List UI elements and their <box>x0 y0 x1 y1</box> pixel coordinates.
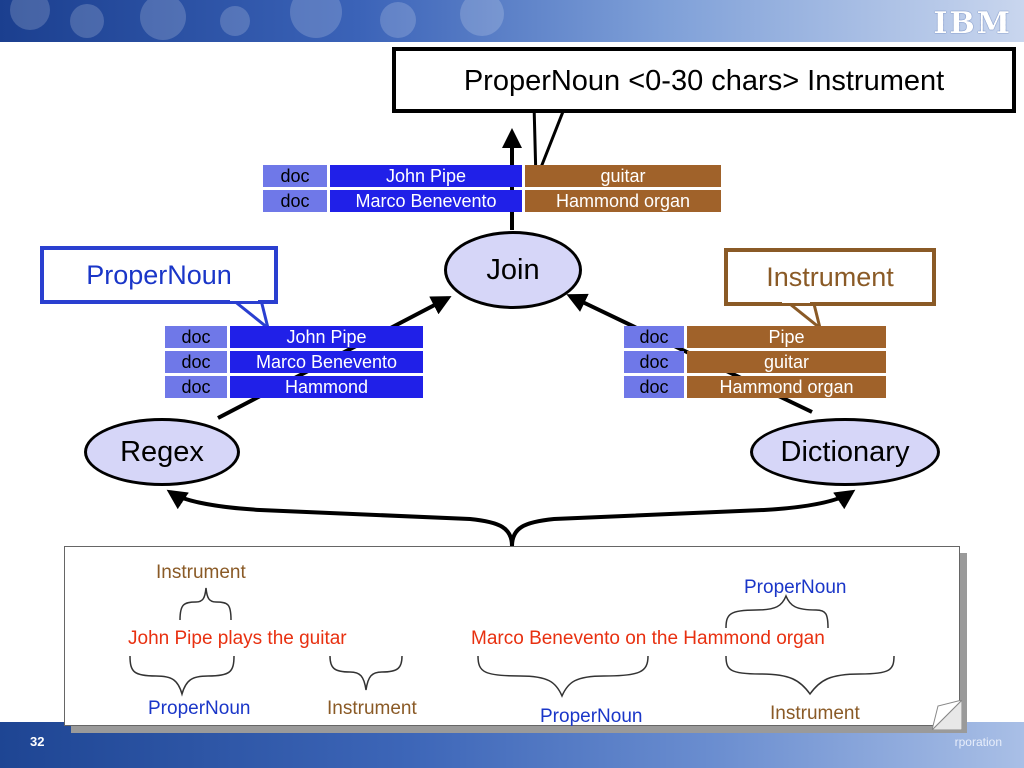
doc-cell: doc <box>624 326 684 348</box>
page-fold-icon <box>932 700 962 730</box>
page-number: 32 <box>30 734 45 749</box>
dictionary-row: doc Hammond organ <box>624 376 886 398</box>
regex-label: Regex <box>120 436 204 468</box>
dictionary-row: doc guitar <box>624 351 886 373</box>
instrument-cell: Pipe <box>687 326 886 348</box>
callout-seam <box>230 293 258 301</box>
doc-cell: doc <box>263 190 327 212</box>
sentence-2: Marco Benevento on the Hammond organ <box>471 628 825 649</box>
regex-row: doc Hammond <box>165 376 423 398</box>
propernoun-label: ProperNoun <box>86 260 232 290</box>
arrow-doc-to-dictionary <box>510 489 856 547</box>
doc-cell: doc <box>165 351 227 373</box>
dictionary-table: doc Pipe doc guitar doc Hammond organ <box>624 326 886 398</box>
proper-noun-cell: Marco Benevento <box>330 190 522 212</box>
query-text: ProperNoun <0-30 chars> Instrument <box>463 65 945 97</box>
instrument-cell: Hammond organ <box>525 190 721 212</box>
footer-bar <box>0 722 1024 768</box>
instrument-label: Instrument <box>766 262 894 292</box>
dictionary-operator: Dictionary <box>750 418 940 486</box>
proper-noun-cell: John Pipe <box>330 165 522 187</box>
callout-seam <box>782 295 810 303</box>
join-operator: Join <box>444 231 582 309</box>
annotation-propernoun: ProperNoun <box>148 698 251 719</box>
sentence-1: John Pipe plays the guitar <box>128 628 347 649</box>
regex-row: doc John Pipe <box>165 326 423 348</box>
doc-cell: doc <box>263 165 327 187</box>
join-row: doc John Pipe guitar <box>263 165 721 187</box>
instrument-cell: guitar <box>525 165 721 187</box>
banner-decoration <box>460 0 504 36</box>
banner-decoration <box>380 2 416 38</box>
proper-noun-cell: John Pipe <box>230 326 423 348</box>
doc-cell: doc <box>165 326 227 348</box>
arrow-doc-to-regex <box>166 489 514 547</box>
callout-seam <box>537 100 563 108</box>
annotation-instrument: Instrument <box>770 703 860 724</box>
regex-table: doc John Pipe doc Marco Benevento doc Ha… <box>165 326 423 398</box>
query-box: ProperNoun <0-30 chars> Instrument <box>392 47 1016 113</box>
join-label: Join <box>486 254 540 286</box>
instrument-label-box: Instrument <box>724 248 936 306</box>
join-row: doc Marco Benevento Hammond organ <box>263 190 721 212</box>
annotation-propernoun: ProperNoun <box>540 706 643 727</box>
header-banner <box>0 0 1024 42</box>
proper-noun-cell: Hammond <box>230 376 423 398</box>
join-table: doc John Pipe guitar doc Marco Benevento… <box>263 165 721 212</box>
doc-cell: doc <box>165 376 227 398</box>
regex-row: doc Marco Benevento <box>165 351 423 373</box>
instrument-cell: Hammond organ <box>687 376 886 398</box>
annotation-instrument: Instrument <box>156 562 246 583</box>
regex-operator: Regex <box>84 418 240 486</box>
ibm-logo: IBM <box>933 6 1012 41</box>
annotation-propernoun: ProperNoun <box>744 577 847 598</box>
banner-decoration <box>70 4 104 38</box>
instrument-cell: guitar <box>687 351 886 373</box>
banner-decoration <box>140 0 186 40</box>
proper-noun-cell: Marco Benevento <box>230 351 423 373</box>
dictionary-label: Dictionary <box>780 436 910 468</box>
annotation-instrument: Instrument <box>327 698 417 719</box>
dictionary-row: doc Pipe <box>624 326 886 348</box>
banner-decoration <box>220 6 250 36</box>
copyright-text: rporation <box>954 735 1002 749</box>
doc-cell: doc <box>624 376 684 398</box>
doc-cell: doc <box>624 351 684 373</box>
